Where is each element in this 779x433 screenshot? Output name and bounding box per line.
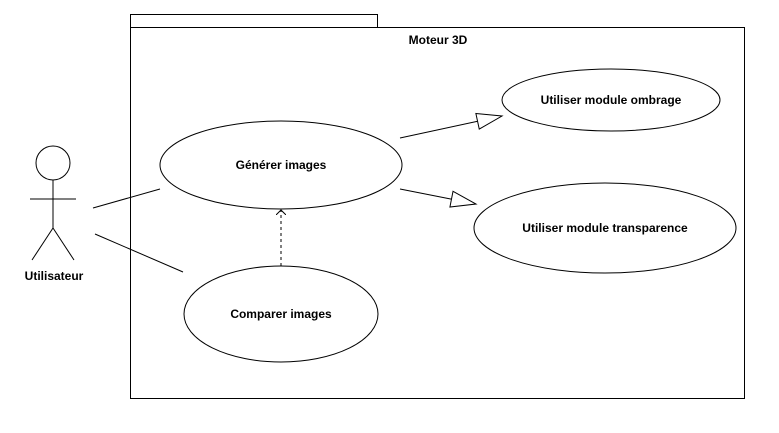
usecase-transparence-label: Utiliser module transparence: [522, 221, 688, 235]
system-title: Moteur 3D: [408, 33, 468, 47]
association-generer: [92, 188, 161, 209]
generalization-transparence: [399, 188, 478, 208]
actor-head: [35, 145, 71, 181]
actor-left-leg: [31, 227, 54, 261]
generalization-ombrage: [399, 112, 504, 139]
usecase-generer[interactable]: [159, 120, 403, 210]
actor-label: Utilisateur: [24, 269, 84, 283]
actor-right-leg: [52, 227, 75, 261]
association-comparer: [94, 233, 184, 273]
usecase-ombrage-label: Utiliser module ombrage: [540, 93, 682, 107]
usecase-ombrage[interactable]: [501, 68, 721, 132]
package-tab: [130, 14, 378, 28]
usecase-transparence[interactable]: [473, 182, 737, 274]
usecase-comparer-label: Comparer images: [230, 307, 332, 321]
actor-figure[interactable]: [30, 145, 76, 261]
usecase-generer-label: Générer images: [235, 158, 327, 172]
